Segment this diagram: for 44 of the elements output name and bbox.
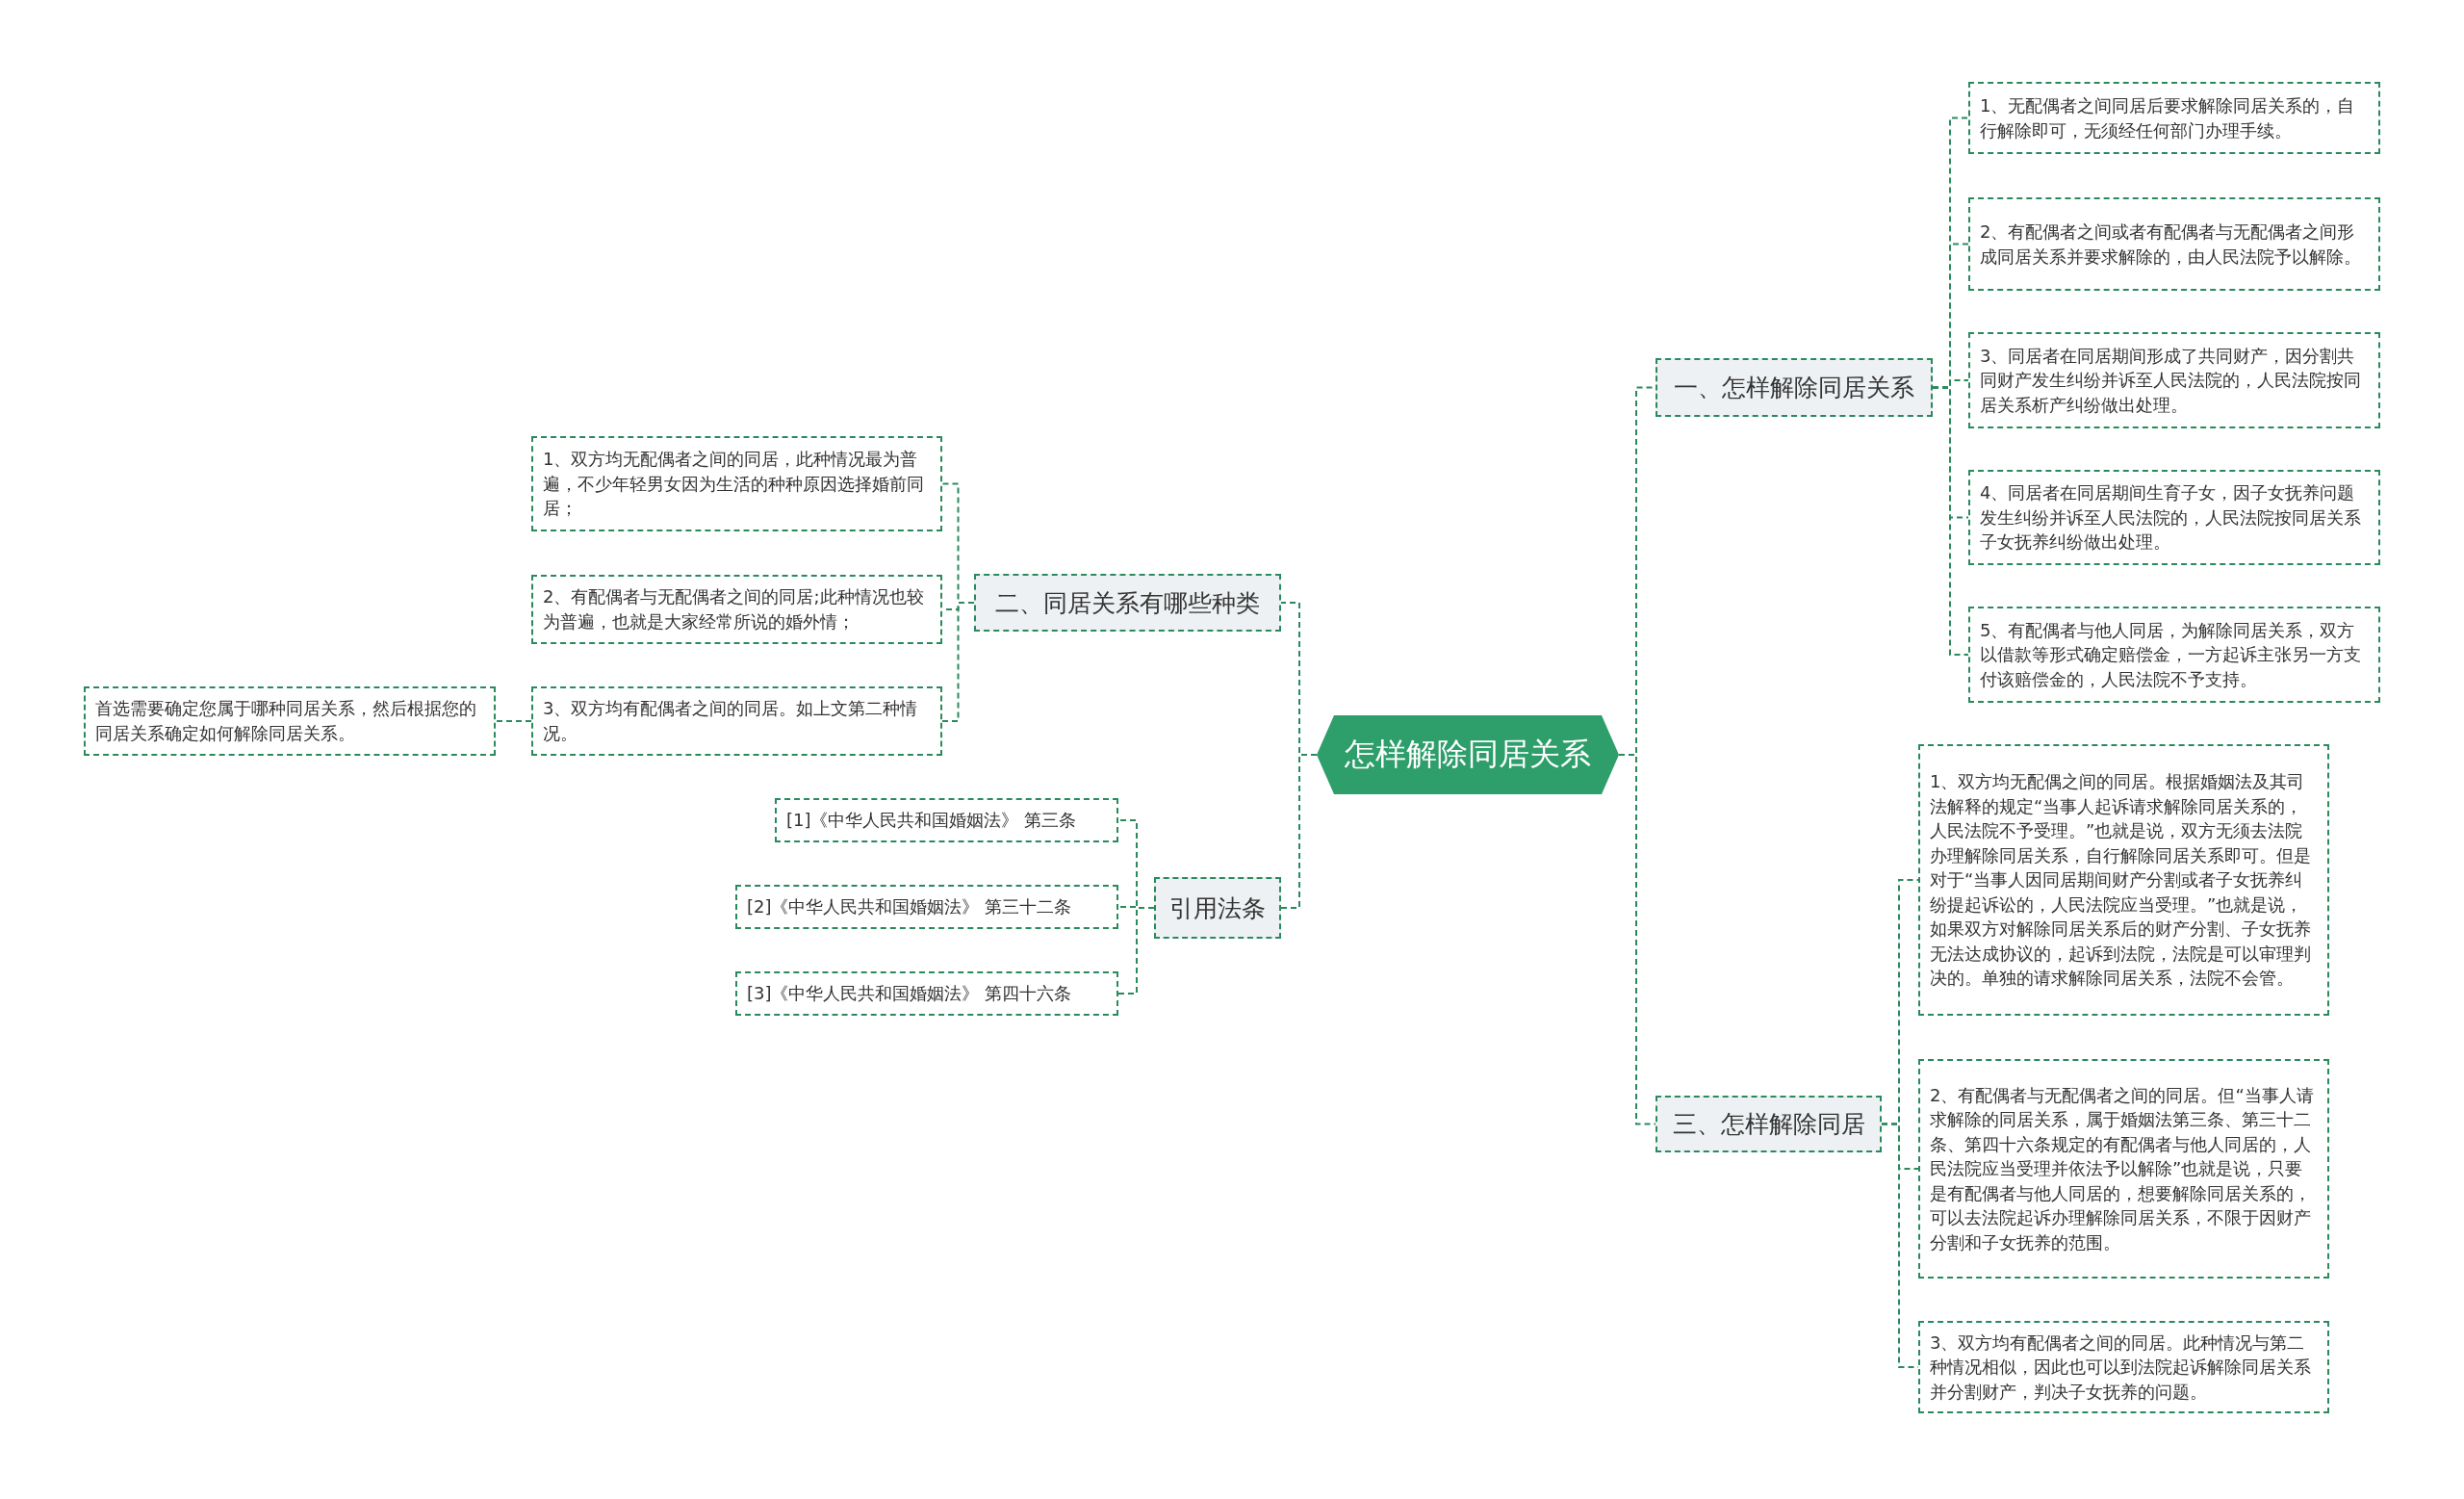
leaf-topic-box (1918, 1321, 2329, 1413)
branch-topic-box (1656, 358, 1933, 417)
leaf-topic-box (1918, 1059, 2329, 1279)
connector-line (1280, 754, 1318, 909)
leaf-topic-box (1968, 332, 2380, 428)
leaf-topic-box (84, 686, 496, 756)
topic-text: 1、无配偶者之间同居后要求解除同居关系的，自行解除即可，无须经任何部门办理手续。 (1980, 93, 2356, 142)
topic-text: 怎样解除同居关系 (1345, 735, 1591, 774)
topic-text: [1]《中华人民共和国婚姻法》 第三条 (786, 809, 1077, 833)
topic-text: 一、怎样解除同居关系 (1674, 373, 1914, 403)
topic-text: 5、有配偶者与他人同居，为解除同居关系，双方以借款等形式确定赔偿金，一方起诉主张另一方支付该赔偿金的，人民法院不予支持。 (1980, 618, 2362, 691)
branch-topic-box (974, 574, 1281, 632)
leaf-topic-box (775, 798, 1118, 842)
leaf-topic-box (1968, 607, 2380, 703)
branch-topic-box (1656, 1096, 1882, 1152)
connector-line (941, 602, 975, 722)
topic-text: 3、双方均有配偶者之间的同居。此种情况与第二种情况相似，因此也可以到法院起诉解除同居关系并分割财产，判决子女抚养的问题。 (1930, 1331, 2312, 1404)
leaf-topic-box (531, 436, 942, 531)
topic-text: 2、有配偶者与无配偶者之间的同居;此种情况也较为普遍，也就是大家经常所说的婚外情； (543, 585, 925, 633)
leaf-topic-box (1918, 744, 2329, 1016)
topic-text: 3、同居者在同居期间形成了共同财产，因分割共同财产发生纠纷并诉至人民法院的，人民法院按同居关系析产纠纷做出处理。 (1980, 344, 2362, 417)
topic-text: 首选需要确定您属于哪种同居关系，然后根据您的同居关系确定如何解除同居关系。 (95, 697, 477, 745)
topic-text: [3]《中华人民共和国婚姻法》 第四十六条 (747, 982, 1072, 1006)
leaf-topic-box (1968, 470, 2380, 565)
topic-text: 三、怎样解除同居 (1672, 1109, 1865, 1140)
leaf-topic-box (531, 575, 942, 644)
topic-text: 引用法条 (1169, 892, 1266, 924)
topic-text: 二、同居关系有哪些种类 (995, 587, 1260, 619)
topic-text: 2、有配偶者之间或者有配偶者与无配偶者之间形成同居关系并要求解除的，由人民法院予以解除。 (1980, 220, 2362, 269)
leaf-topic-box (735, 885, 1118, 929)
connector-line (1932, 386, 1969, 656)
leaf-topic-box (1968, 82, 2380, 154)
connector-line (495, 720, 532, 722)
leaf-topic-box (1968, 197, 2380, 291)
leaf-topic-box (735, 971, 1118, 1016)
connector-line (1117, 907, 1155, 995)
topic-text: 3、双方均有配偶者之间的同居。如上文第二种情况。 (543, 697, 919, 745)
branch-topic-box (1154, 877, 1281, 939)
topic-text: 4、同居者在同居期间生育子女，因子女抚养问题发生纠纷并诉至人民法院的，人民法院按同居关系子女抚养纠纷做出处理。 (1980, 481, 2362, 555)
topic-text: 1、双方均无配偶之间的同居。根据婚姻法及其司法解释的规定“当事人起诉请求解除同居关系的，人民法院不予受理。”也就是说，双方无须去法院办理解除同居关系，自行解除同居关系即可。但是对于“当事人因同居期间财产分割或者子女抚养纠纷提起诉讼的，人民法院应当受理。”也就是说，如果双方对解除同居关系后的财产分割、子女抚养无法达成协议的，起诉到法院，法院是可以审理判决的。单独的请求解除同居关系，法院不会管。 (1930, 770, 2312, 991)
topic-text: 1、双方均无配偶者之间的同居，此种情况最为普遍，不少年轻男女因为生活的种种原因选择婚前同居； (543, 448, 925, 521)
leaf-topic-box (531, 686, 942, 756)
topic-text: [2]《中华人民共和国婚姻法》 第三十二条 (747, 895, 1072, 919)
topic-text: 2、有配偶者与无配偶者之间的同居。但“当事人请求解除的同居关系，属于婚姻法第三条、第三十二条、第四十六条规定的有配偶者与他人同居的，人民法院应当受理并依法予以解除”也就是说，只要是有配偶者与他人同居的，想要解除同居关系的，可以去法院起诉办理解除同居关系，不限于因财产分割和子女抚养的范围。 (1930, 1083, 2315, 1254)
